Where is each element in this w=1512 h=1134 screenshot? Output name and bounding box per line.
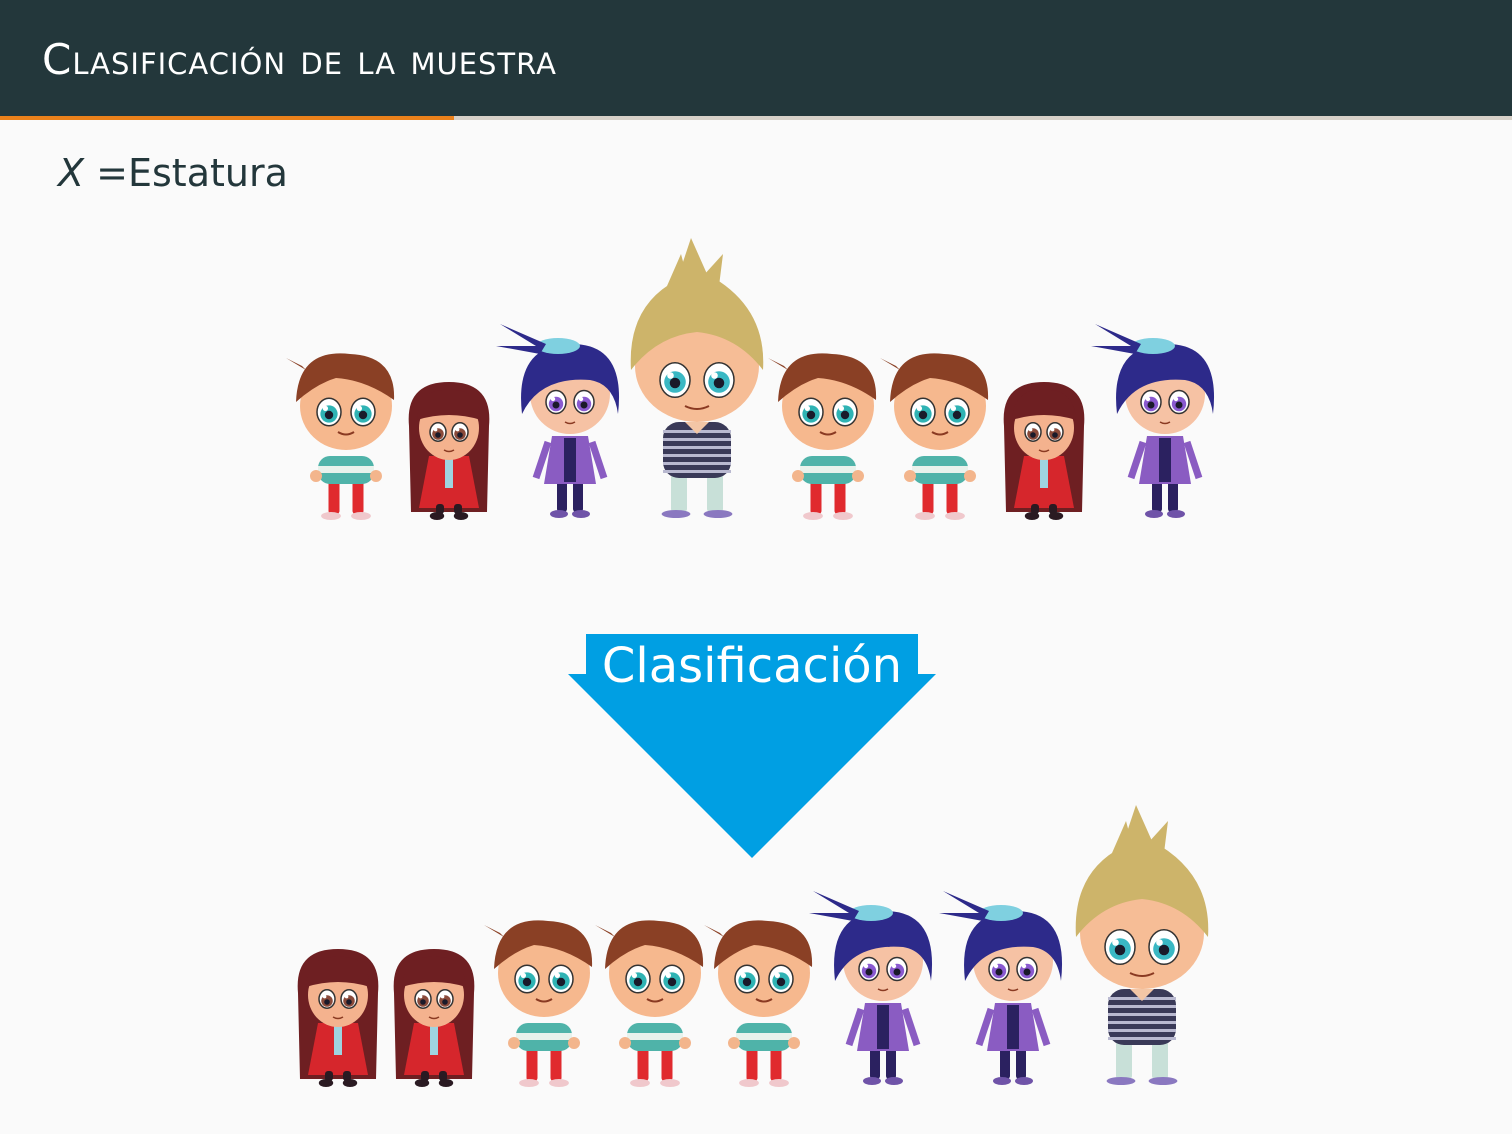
person-girl-long-hair (393, 949, 475, 1087)
person-girl-long-hair (408, 382, 490, 520)
variable-definition: X =Estatura (58, 150, 288, 196)
slide-title: Clasificación de la muestra (42, 35, 557, 84)
unsorted-sample-row (286, 238, 1215, 520)
person-boy-spiky-blond (630, 238, 764, 518)
person-girl-long-hair (1003, 382, 1085, 520)
person-girl-ponytail (1091, 324, 1215, 518)
equals-sign: = (96, 151, 128, 195)
person-boy-small (768, 353, 877, 520)
person-boy-small (286, 353, 395, 520)
person-girl-long-hair (297, 949, 379, 1087)
progress-bar (0, 116, 1512, 120)
variable-name: Estatura (127, 151, 288, 195)
person-girl-ponytail (939, 891, 1063, 1085)
person-boy-spiky-blond (1075, 805, 1209, 1085)
sorted-sample-row (297, 805, 1209, 1087)
classification-arrow (568, 634, 936, 858)
classification-arrow-label: Clasificación (601, 638, 903, 694)
progress-bar-fill (0, 116, 454, 120)
person-boy-small (484, 920, 593, 1087)
person-boy-small (704, 920, 813, 1087)
person-boy-small (880, 353, 989, 520)
variable-symbol: X (58, 151, 85, 195)
person-boy-small (595, 920, 704, 1087)
person-girl-ponytail (809, 891, 933, 1085)
slide-header: Clasificación de la muestra (0, 0, 1512, 116)
person-girl-ponytail (496, 324, 620, 518)
